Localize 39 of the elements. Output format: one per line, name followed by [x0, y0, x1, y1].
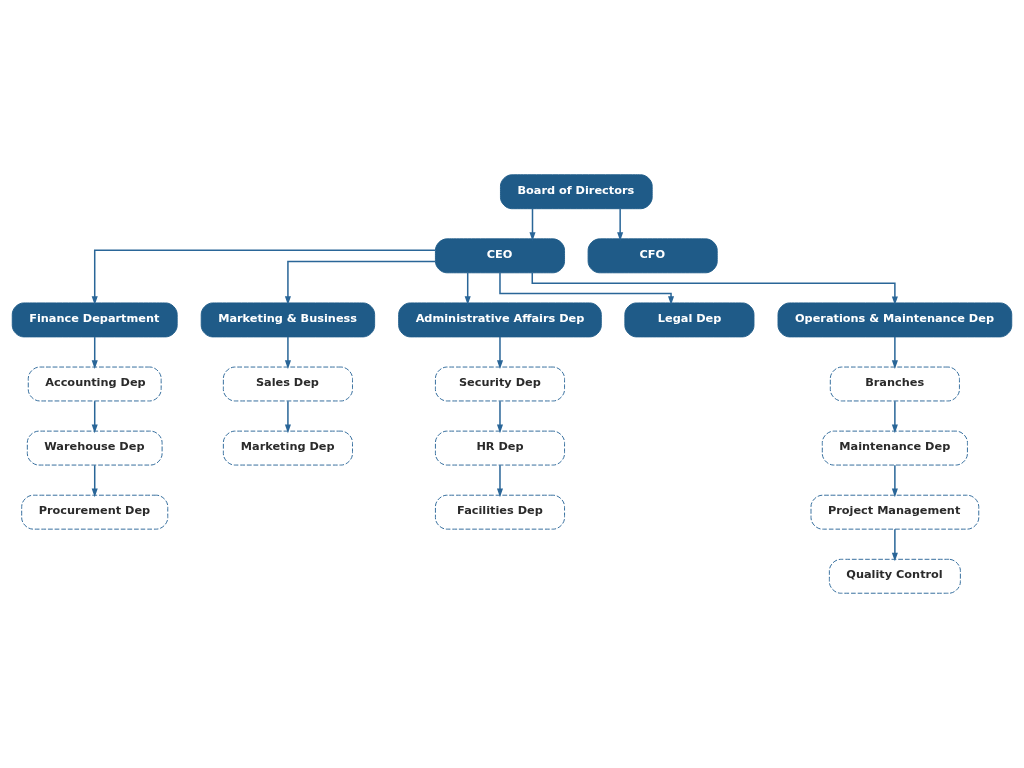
node-box: Administrative Affairs Dep: [398, 302, 602, 338]
node-box: Operations & Maintenance Dep: [777, 302, 1013, 338]
arrow: [891, 528, 898, 562]
node-box: Quality Control: [828, 558, 961, 594]
node-box: CFO: [587, 238, 718, 274]
arrow: [496, 336, 504, 370]
node-box: Facilities Dep: [434, 494, 565, 530]
arrow: [284, 400, 291, 434]
arrow: [464, 272, 471, 305]
node-box: Procurement Dep: [21, 494, 169, 530]
arrow: [496, 464, 504, 498]
node-box: Finance Department: [11, 302, 178, 338]
node-box: Marketing & Business: [200, 302, 376, 338]
arrow: [284, 336, 291, 370]
arrow: [499, 272, 675, 306]
arrow: [496, 400, 504, 434]
node-box: Marketing Dep: [222, 430, 353, 466]
arrow: [91, 400, 98, 434]
node-box: Branches: [829, 366, 960, 402]
node-box: Warehouse Dep: [26, 430, 163, 466]
arrow: [284, 260, 436, 305]
node-box: Maintenance Dep: [821, 430, 968, 466]
node-box: Board of Directors: [499, 174, 653, 210]
arrow: [891, 400, 898, 434]
arrow: [531, 272, 898, 306]
node-box: HR Dep: [434, 430, 565, 466]
arrow: [91, 464, 98, 498]
arrow: [617, 208, 624, 241]
arrow: [891, 464, 898, 498]
node-box: Legal Dep: [624, 302, 755, 338]
arrow: [91, 249, 437, 305]
node-box: Security Dep: [434, 366, 565, 402]
arrow: [91, 336, 98, 370]
node-box: CEO: [434, 238, 565, 274]
node-box: Project Management: [810, 494, 980, 530]
arrow: [891, 336, 898, 370]
node-box: Accounting Dep: [27, 366, 162, 402]
node-box: Sales Dep: [222, 366, 353, 402]
arrow: [529, 208, 536, 241]
